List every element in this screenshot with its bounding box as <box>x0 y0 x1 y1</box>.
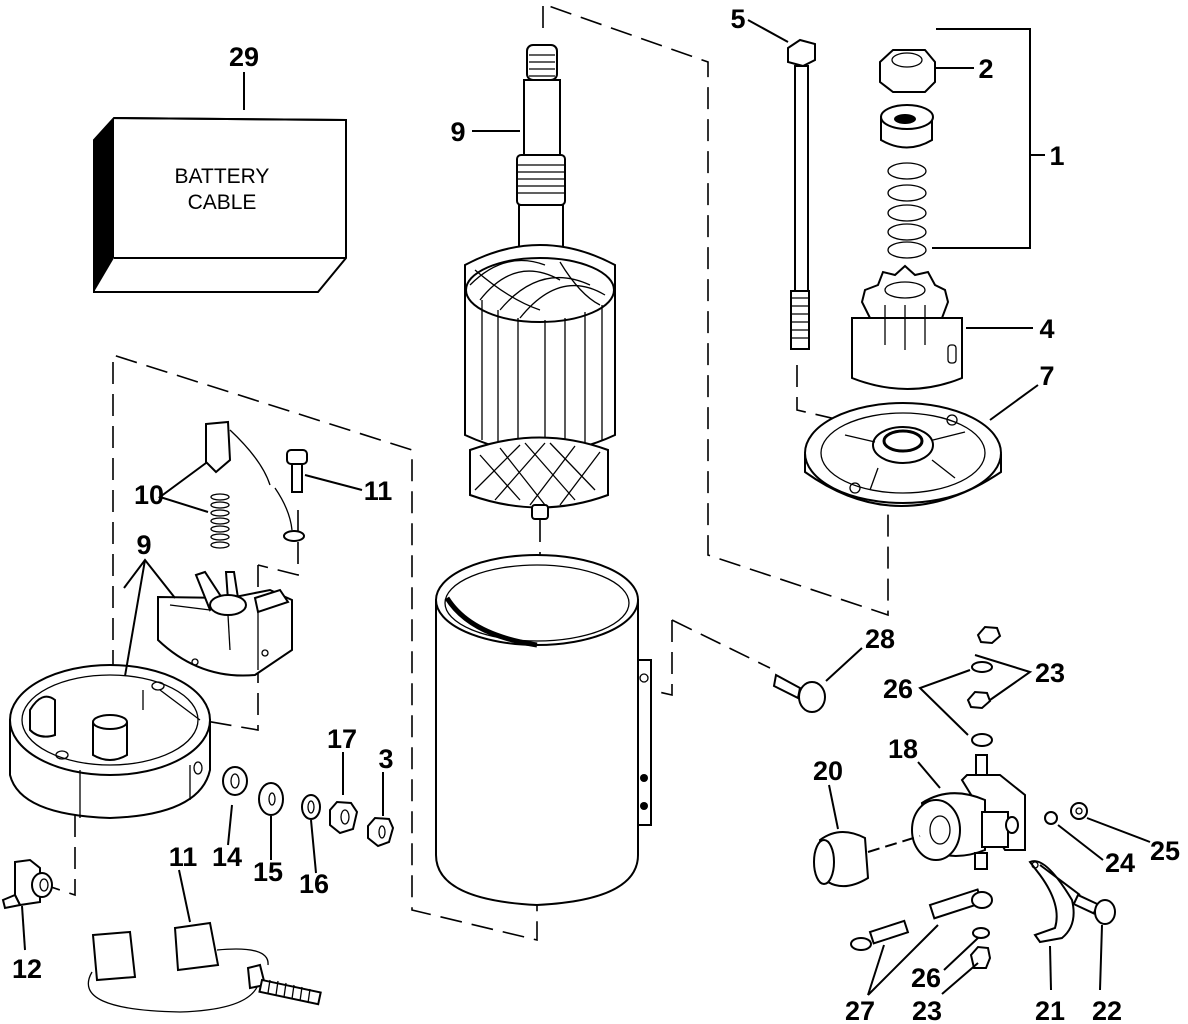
hardware-stack <box>222 766 395 848</box>
brush-upper <box>205 420 305 549</box>
callout-23-lower: 23 <box>912 996 942 1024</box>
boot <box>813 831 870 888</box>
callout-14: 14 <box>212 842 242 872</box>
cable <box>850 888 993 951</box>
callout-24: 24 <box>1105 848 1135 878</box>
callout-4: 4 <box>1039 314 1054 344</box>
callout-7: 7 <box>1039 361 1054 391</box>
solenoid <box>911 625 1026 870</box>
lockwasher-nut-24-25 <box>1044 802 1088 825</box>
through-bolt <box>787 38 816 350</box>
callout-21: 21 <box>1035 996 1065 1024</box>
callout-27: 27 <box>845 996 875 1024</box>
clamp <box>1028 860 1075 944</box>
callout-12: 11 <box>364 476 393 506</box>
drive-pinion <box>851 264 963 390</box>
callout-5: 5 <box>730 4 745 34</box>
callout-2: 2 <box>978 54 993 84</box>
callout-11-lower: 11 <box>169 842 198 872</box>
callout-16: 16 <box>299 869 329 899</box>
callout-22: 22 <box>1092 996 1122 1024</box>
callout-26-lower: 26 <box>911 963 941 993</box>
callout-25: 25 <box>1150 836 1180 866</box>
end-cap <box>804 402 1002 507</box>
screw-12 <box>286 449 308 493</box>
brush-set <box>87 921 322 1013</box>
field-frame-housing <box>435 554 652 907</box>
terminal-insulator <box>1 858 53 910</box>
armature <box>464 44 616 520</box>
callout-23-upper: 23 <box>1035 658 1065 688</box>
callout-3: 3 <box>378 744 393 774</box>
commutator-end-cap <box>9 664 211 820</box>
callout-1: 1 <box>1049 141 1064 171</box>
callout-26-upper: 26 <box>883 674 913 704</box>
callout-29: 29 <box>229 42 259 72</box>
callout-20: 20 <box>813 756 843 786</box>
callout-18: 18 <box>888 734 918 764</box>
screw-22 <box>1072 893 1116 925</box>
callout-13: 12 <box>12 954 42 984</box>
battery-cable-box: BATTERY CABLE <box>93 116 347 293</box>
brush-holder <box>157 570 293 677</box>
lower-lockwasher-nut <box>969 927 992 969</box>
callout-17: 17 <box>327 724 357 754</box>
callout-9: 9 <box>450 117 465 147</box>
screw-28 <box>772 673 826 713</box>
battery-box-line1: BATTERY <box>175 165 270 188</box>
spacer <box>880 104 934 149</box>
battery-box-line2: CABLE <box>188 191 257 214</box>
callout-10: 9 <box>136 530 151 560</box>
callout-28: 28 <box>865 624 895 654</box>
callout-15: 15 <box>253 857 283 887</box>
callout-11-upper: 10 <box>134 480 164 510</box>
spring <box>887 162 927 259</box>
locknut <box>879 49 936 93</box>
